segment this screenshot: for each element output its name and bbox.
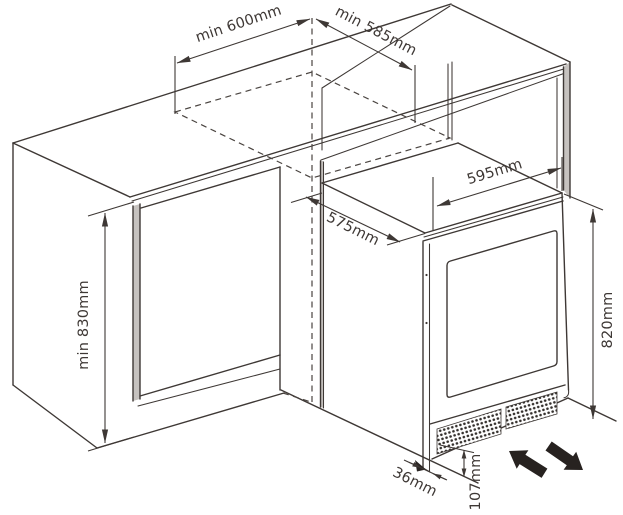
hinge-mark xyxy=(425,273,428,277)
left-cabinet xyxy=(12,3,452,449)
dim-label-base-recess: 36mm xyxy=(390,465,440,501)
dim-label-vent-height: 107mm xyxy=(468,454,484,511)
countertop xyxy=(129,63,569,202)
hinge-mark xyxy=(425,321,428,325)
hidden-cutout-lines xyxy=(173,18,452,404)
dimension-lines xyxy=(87,18,604,481)
dim-label-appliance-height: 820mm xyxy=(600,292,616,349)
dim-label-cutout-width: min 600mm xyxy=(194,2,284,46)
vent-grille xyxy=(436,391,558,455)
airflow-arrow-in-icon xyxy=(545,441,583,470)
dim-label-niche-height: min 830mm xyxy=(76,280,92,370)
right-cabinet xyxy=(451,4,571,199)
wine-cooler xyxy=(321,142,617,473)
dimension-labels: min 600mm min 585mm 595mm 575mm min 830m… xyxy=(76,2,616,510)
glass-door-window xyxy=(446,230,558,398)
airflow-arrows xyxy=(509,441,583,478)
airflow-arrow-out-icon xyxy=(509,450,548,478)
